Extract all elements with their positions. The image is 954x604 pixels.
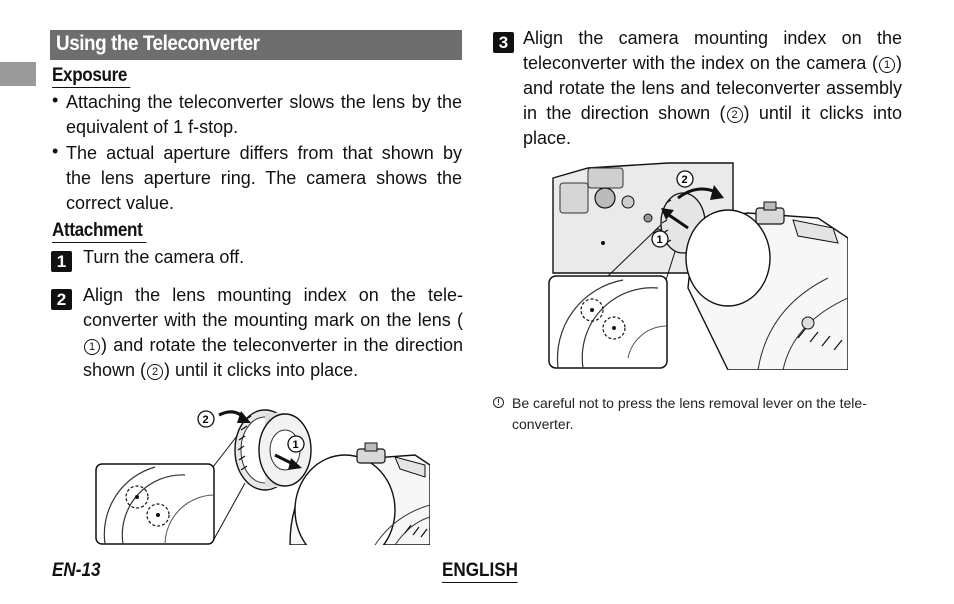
step-3-text-part: ) and rotate the lens and teleconverter … (523, 53, 902, 123)
step-3-text: Align the camera mounting index on the t… (523, 26, 902, 151)
language-label: ENGLISH (442, 560, 519, 583)
callout-2-label: 2 (203, 414, 209, 426)
callout-1: 1 (879, 57, 895, 73)
step-3-badge: 3 (493, 32, 514, 53)
step-1-text: Turn the camera off. (83, 247, 245, 267)
caution-text: Be careful not to press the lens removal… (512, 395, 867, 432)
section-title-bar: Using the Teleconverter (50, 30, 462, 60)
exposure-bullet-2: The actual aperture differs from that sh… (66, 143, 462, 213)
step-3-text-part: ) until it clicks into place. (523, 103, 902, 148)
callout-2-label: 2 (682, 174, 688, 186)
exposure-bullet-1: Attaching the teleconverter slows the le… (66, 92, 462, 137)
callout-1-label: 1 (293, 439, 299, 451)
lens (685, 201, 848, 370)
step-3-text-part: Align the camera mounting index on the t… (523, 28, 902, 73)
page-number: EN-13 (52, 560, 101, 581)
mount-detail-inset (95, 463, 215, 545)
caution-icon: ! (493, 397, 504, 408)
camera-mount-detail-inset (548, 275, 668, 369)
callout-2: 2 (726, 107, 743, 123)
exposure-heading: Exposure (52, 65, 131, 88)
caution-note: ! Be careful not to press the lens remov… (493, 393, 903, 435)
step-2-text-part: ) until it clicks into place. (164, 360, 359, 380)
callout-1: 1 (84, 339, 100, 355)
section-title: Using the Teleconverter (56, 32, 260, 55)
lens (289, 442, 430, 545)
bullet-dot: • (52, 90, 59, 110)
step-2-text: Align the lens mounting index on the tel… (83, 283, 463, 383)
teleconverter-lens-illustration: 2 1 (95, 409, 430, 545)
camera-lens-assembly-illustration: 2 1 (548, 162, 848, 370)
step-2-text-part: ) and rotate the teleconverter in the di… (83, 335, 463, 380)
chapter-tab (0, 62, 36, 86)
attachment-heading: Attachment (52, 220, 147, 243)
step-2-text-part: Align the lens mounting index on the tel… (83, 285, 463, 330)
callout-2: 2 (147, 364, 164, 380)
bullet-dot: • (52, 141, 59, 161)
callout-1-label: 1 (657, 234, 663, 246)
step-2-badge: 2 (51, 289, 72, 310)
step-1-badge: 1 (51, 251, 72, 272)
